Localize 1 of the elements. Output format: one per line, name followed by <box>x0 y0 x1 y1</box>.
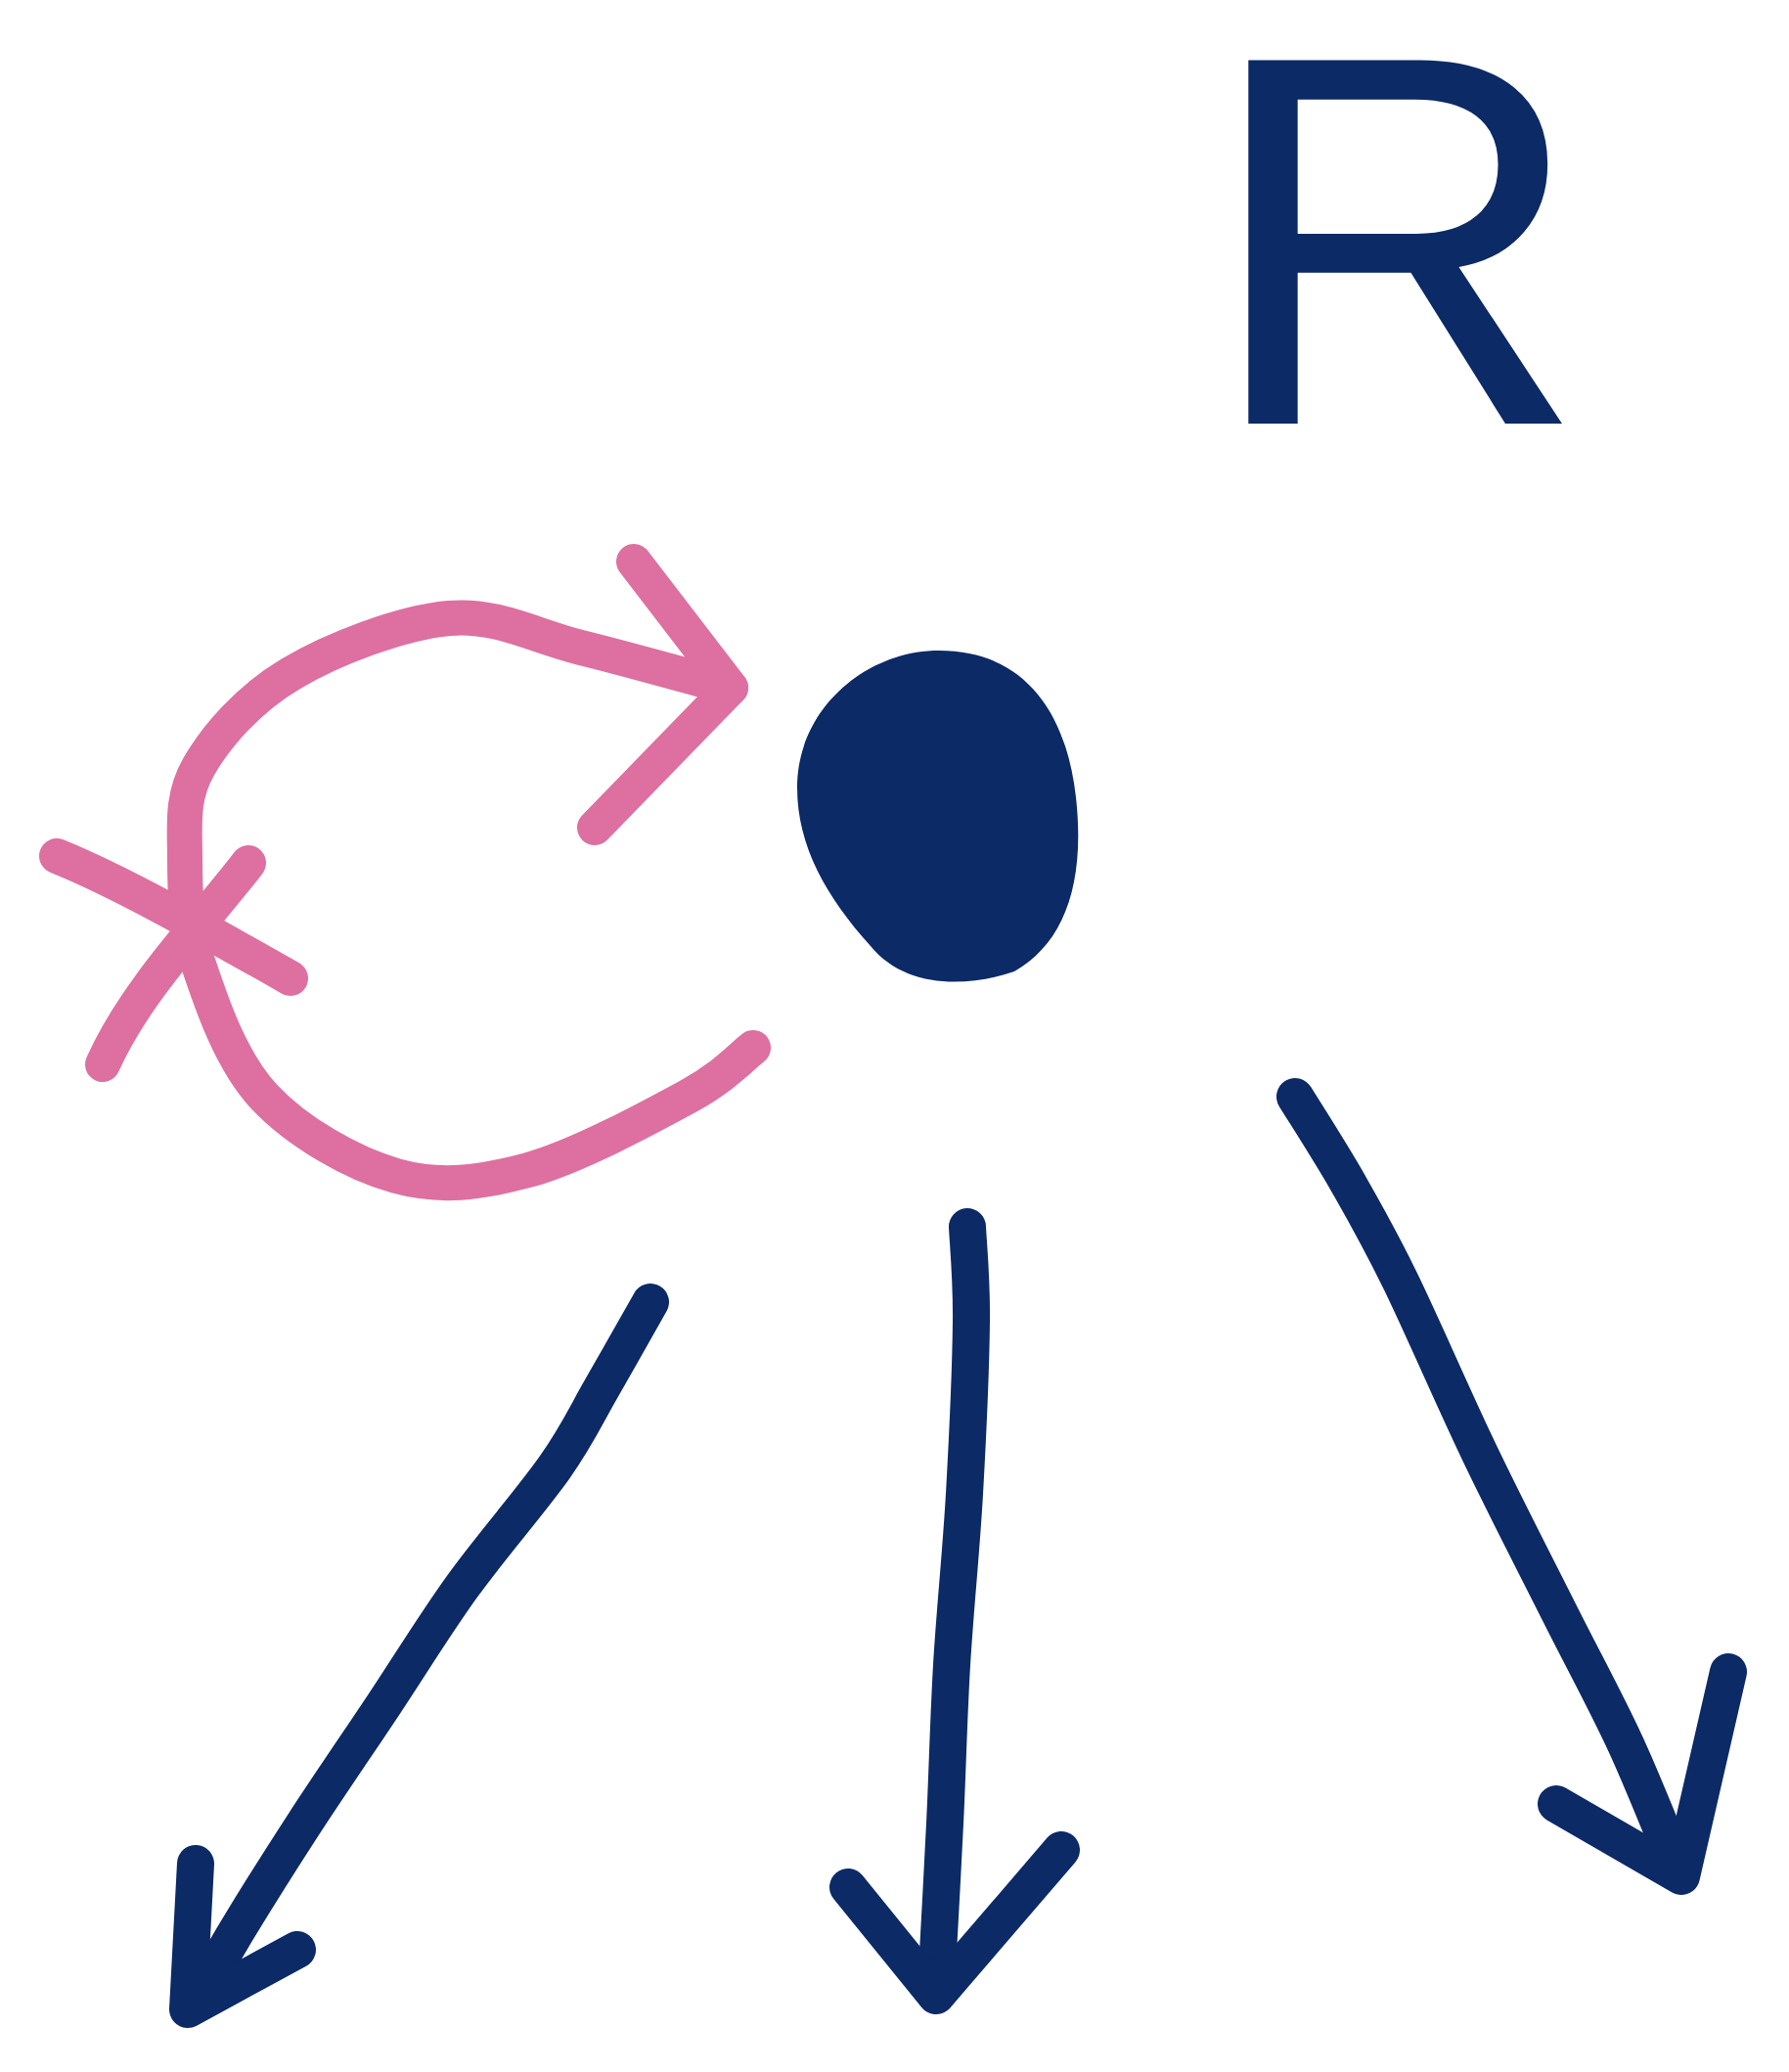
letter-label: R <box>1205 29 1587 452</box>
